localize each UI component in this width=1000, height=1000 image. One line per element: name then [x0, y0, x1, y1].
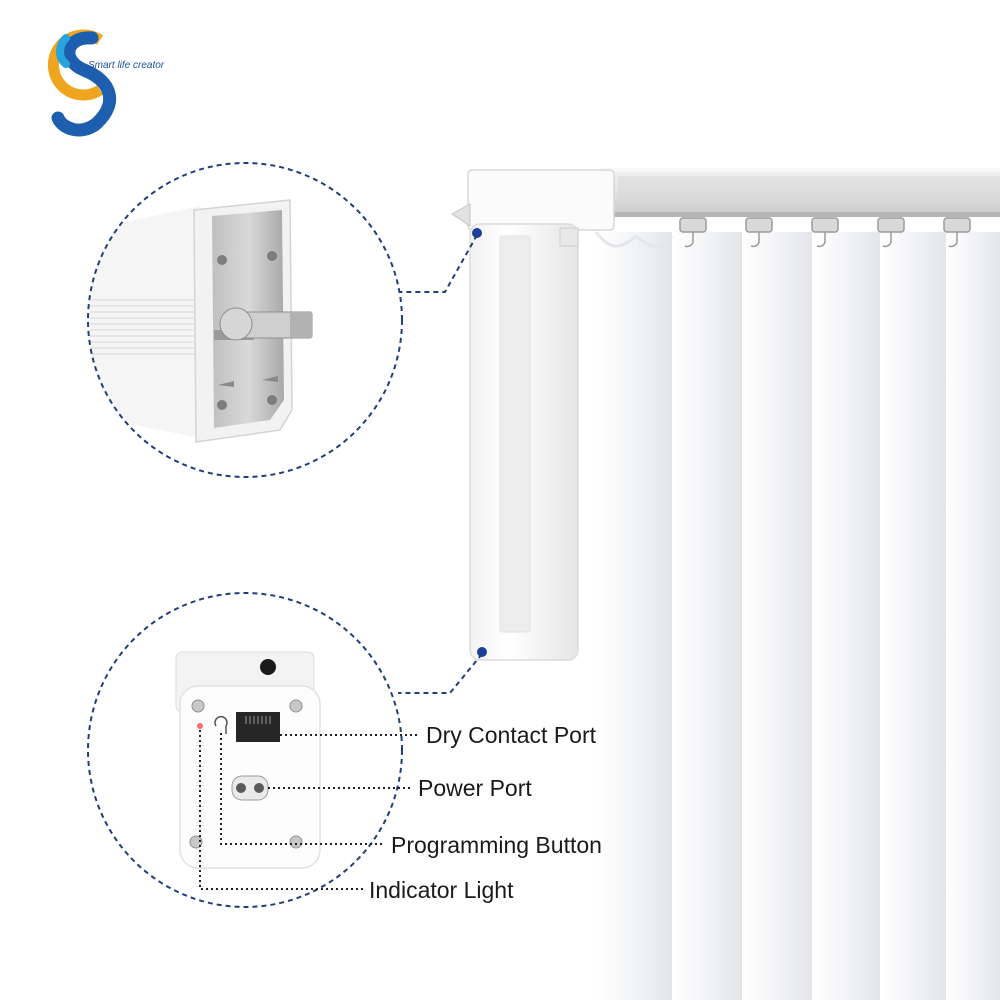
bottom-anchor-dot: [477, 647, 487, 657]
dry-contact-port-label: Dry Contact Port: [426, 722, 596, 748]
curtain-rail: [600, 168, 1000, 217]
rail-hooks: [679, 217, 971, 248]
motor-end-zoom: [87, 162, 403, 478]
brand-tagline: Smart life creator: [88, 60, 165, 71]
programming-button-leader: [220, 733, 384, 845]
control-panel-zoom: [87, 592, 403, 908]
top-anchor-dot: [472, 228, 482, 238]
bottom-leader-line: [398, 653, 483, 694]
programming-button-label: Programming Button: [391, 832, 602, 858]
curtain-motor: [451, 169, 615, 661]
indicator-light-label: Indicator Light: [369, 877, 514, 903]
curtain: [594, 231, 1000, 1000]
top-leader-line: [398, 234, 478, 293]
brand-logo: [47, 29, 117, 137]
power-port-label: Power Port: [418, 775, 532, 801]
